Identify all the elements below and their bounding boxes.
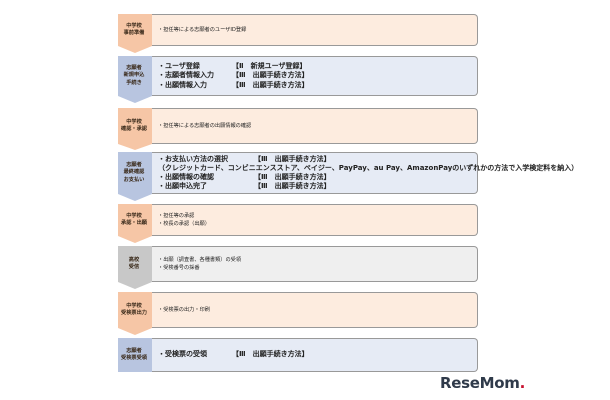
step-line: ・受検票の受領 【Ⅲ 出願手続き方法】 (158, 350, 471, 359)
step-tag: 中学校 確認・承認 (118, 108, 152, 144)
logo-text: ReseMom (440, 374, 520, 392)
step-line: ・志願者情報入力 【Ⅲ 出願手続き方法】 (158, 71, 471, 80)
step-5: 中学校 承認・出願 ・担任等の承認 ・校長の承認（出願） (118, 204, 478, 236)
step-box: ・担任等による志願者の出願情報の確認 (152, 108, 478, 144)
step-ref: 【Ⅲ 出願手続き方法】 (254, 154, 331, 163)
step-box: ・ユーザ登録【Ⅱ 新規ユーザ登録】 ・志願者情報入力【Ⅲ 出願手続き方法】 ・出… (152, 56, 478, 96)
arrow-down-icon (118, 194, 152, 201)
step-tag: 志願者 最終確認 お支払い (118, 152, 152, 194)
step-4: 志願者 最終確認 お支払い ・お支払い方法の選択【Ⅲ 出願手続き方法】 （クレジ… (118, 152, 579, 194)
step-tag-label: 志願者 受検票受領 (121, 347, 147, 361)
step-item: ・志願者情報入力 (158, 71, 214, 80)
step-tag: 志願者 受検票受領 (118, 338, 152, 372)
step-line: ・お支払い方法の選択 【Ⅲ 出願手続き方法】 (158, 155, 471, 164)
arrow-down-icon (118, 236, 152, 243)
step-tag-label: 中学校 受検票出力 (121, 302, 147, 316)
step-tag: 中学校 事前準備 (118, 14, 152, 46)
arrow-down-icon (118, 96, 152, 103)
step-6: 高校 受信 ・出願（調査書、各種書類）の受領 ・受検番号の採番 (118, 246, 478, 282)
step-1: 中学校 事前準備 ・担任等による志願者のユーザID登録 (118, 14, 478, 46)
step-box: ・受検票の出力・印刷 (152, 292, 478, 328)
step-item: ・お支払い方法の選択 (158, 154, 228, 163)
step-box: ・受検票の受領 【Ⅲ 出願手続き方法】 (152, 338, 478, 372)
step-tag: 志願者 新規申込 手続き (118, 56, 152, 96)
step-line: ・担任等による志願者のユーザID登録 (158, 26, 247, 33)
step-line: ・出願（調査書、各種書類）の受領 (158, 256, 242, 263)
step-tag-label: 中学校 事前準備 (123, 22, 145, 36)
step-ref: 【Ⅲ 出願手続き方法】 (254, 182, 331, 191)
step-ref: 【Ⅲ 出願手続き方法】 (232, 71, 309, 80)
step-line: ・校長の承認（出願） (158, 221, 210, 227)
step-tag: 高校 受信 (118, 246, 152, 282)
step-tag-label: 志願者 新規申込 手続き (123, 65, 145, 86)
step-line: ・出願申込完了 【Ⅲ 出願手続き方法】 (158, 182, 471, 191)
step-7: 中学校 受検票出力 ・受検票の出力・印刷 (118, 292, 478, 328)
arrow-down-icon (118, 328, 152, 335)
step-line: ・出願情報入力 【Ⅲ 出願手続き方法】 (158, 81, 471, 90)
step-3: 中学校 確認・承認 ・担任等による志願者の出願情報の確認 (118, 108, 478, 144)
arrow-down-icon (118, 282, 152, 289)
step-item: ・受検票の受領 (158, 350, 207, 359)
step-8: 志願者 受検票受領 ・受検票の受領 【Ⅲ 出願手続き方法】 (118, 338, 478, 372)
step-tag-label: 中学校 確認・承認 (121, 118, 147, 132)
step-line: ・受検番号の採番 (158, 265, 200, 271)
arrow-down-icon (118, 46, 152, 53)
step-ref: 【Ⅲ 出願手続き方法】 (254, 173, 331, 181)
step-box: ・出願（調査書、各種書類）の受領 ・受検番号の採番 (152, 246, 478, 282)
step-box: ・お支払い方法の選択【Ⅲ 出願手続き方法】 （クレジットカード、コンビニエンスス… (152, 152, 579, 194)
step-line: ・担任等の承認 (158, 212, 195, 219)
arrow-down-icon (118, 144, 152, 150)
step-tag-label: 高校 受信 (128, 256, 140, 270)
step-line: ・受検票の出力・印刷 (158, 306, 210, 313)
step-box: ・担任等による志願者のユーザID登録 (152, 14, 478, 46)
step-line: ・出願情報の確認 【Ⅲ 出願手続き方法】 (158, 173, 471, 182)
step-ref: 【Ⅲ 出願手続き方法】 (232, 80, 309, 89)
step-item: ・出願申込完了 (158, 182, 207, 191)
step-tag: 中学校 承認・出願 (118, 204, 152, 236)
step-2: 志願者 新規申込 手続き ・ユーザ登録【Ⅱ 新規ユーザ登録】 ・志願者情報入力【… (118, 56, 478, 96)
step-line: ・ユーザ登録 【Ⅱ 新規ユーザ登録】 (158, 62, 471, 71)
step-tag: 中学校 受検票出力 (118, 292, 152, 328)
step-box: ・担任等の承認 ・校長の承認（出願） (152, 204, 478, 236)
step-item: ・出願情報入力 (158, 80, 207, 89)
step-line: ・担任等による志願者の出願情報の確認 (158, 122, 252, 129)
step-tag-label: 中学校 承認・出願 (121, 212, 147, 226)
step-note: （クレジットカード、コンビニエンスストア、ペイジー、PayPay、au Pay、… (158, 163, 579, 172)
step-item: ・ユーザ登録 (158, 62, 200, 71)
step-item: ・出願情報の確認 (158, 173, 214, 181)
step-tag-label: 志願者 最終確認 お支払い (123, 162, 145, 183)
step-ref: 【Ⅲ 出願手続き方法】 (232, 350, 309, 359)
logo-dot: . (519, 374, 526, 392)
step-ref: 【Ⅱ 新規ユーザ登録】 (232, 62, 307, 71)
resemom-logo: ReseMom. (440, 374, 525, 392)
